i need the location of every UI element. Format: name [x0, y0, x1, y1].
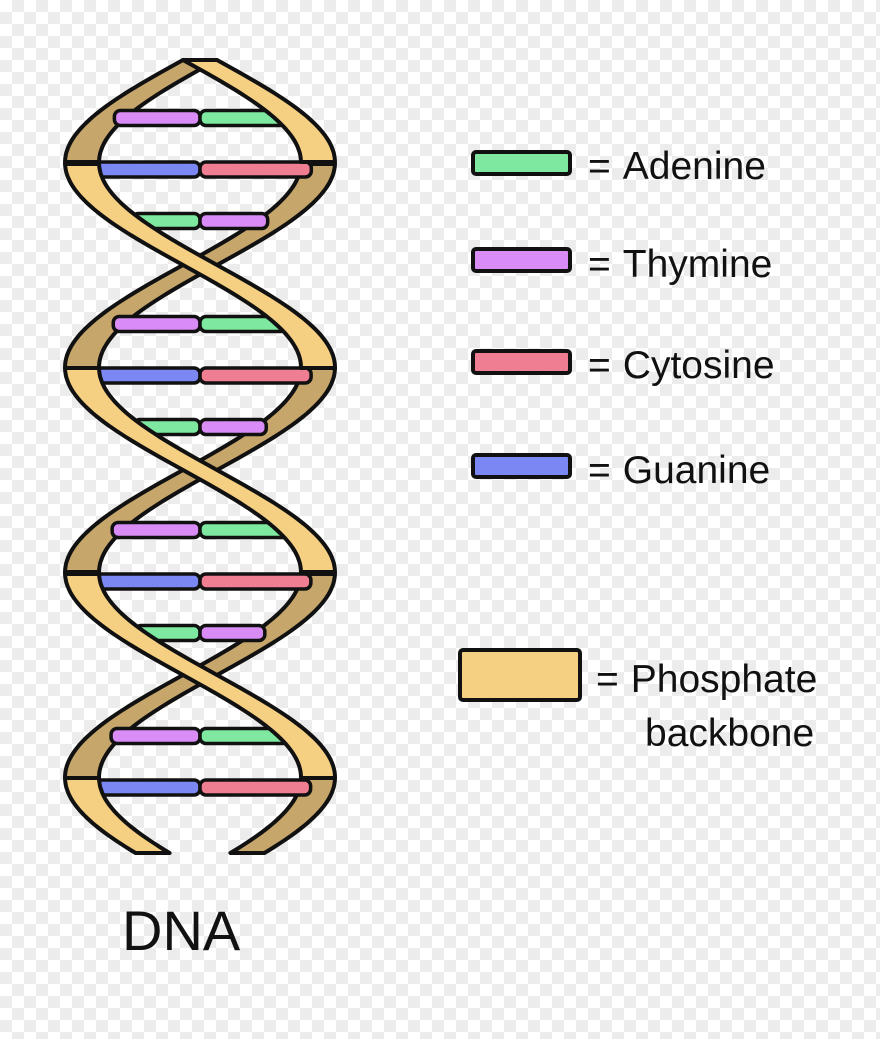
legend-cytosine-label: =Cytosine: [588, 344, 775, 387]
base-pair-right-9: [198, 572, 313, 591]
backbone-strand-b-front: [63, 162, 337, 780]
base-pair-left-13: [87, 778, 202, 797]
legend-thymine-label: =Thymine: [588, 243, 773, 286]
legend-phosphate-label-line2: backbone: [645, 712, 815, 755]
dna-double-helix: [63, 58, 337, 855]
base-pair-right-1: [198, 160, 314, 179]
backbone-segment-front: [63, 162, 337, 370]
base-pair-right-5: [198, 366, 313, 385]
backbone-strand-a-front: [63, 58, 337, 855]
base-pair-right-10: [198, 623, 267, 643]
base-pair-left-9: [87, 572, 202, 591]
base-pair-left-8: [110, 520, 202, 540]
legend-cytosine-swatch: [471, 349, 572, 375]
legend-phosphate-label: =Phosphate: [596, 658, 818, 701]
legend-swatches: [458, 150, 582, 702]
base-pair-left-5: [87, 366, 202, 385]
backbone-segment-front: [63, 366, 337, 574]
legend-thymine-swatch: [471, 247, 572, 273]
backbone-segment-front: [63, 572, 337, 780]
backbone-segment-front: [63, 776, 172, 855]
base-pair-left-0: [112, 108, 202, 128]
base-pair-left-12: [109, 726, 202, 746]
base-pair-right-13: [198, 778, 313, 797]
base-pair-left-1: [86, 160, 202, 179]
backbone-segment-back: [228, 776, 337, 855]
legend-phosphate-swatch: [458, 648, 582, 702]
base-pair-right-6: [198, 417, 269, 437]
legend-adenine-label: =Adenine: [588, 145, 766, 188]
legend-guanine-label: =Guanine: [588, 449, 771, 492]
base-pair-left-4: [111, 314, 202, 334]
base-pair-right-2: [198, 211, 270, 231]
legend-guanine-swatch: [471, 453, 572, 479]
legend-adenine-swatch: [471, 150, 572, 176]
backbone-segment-front: [181, 58, 337, 164]
diagram-title: DNA: [122, 899, 241, 962]
